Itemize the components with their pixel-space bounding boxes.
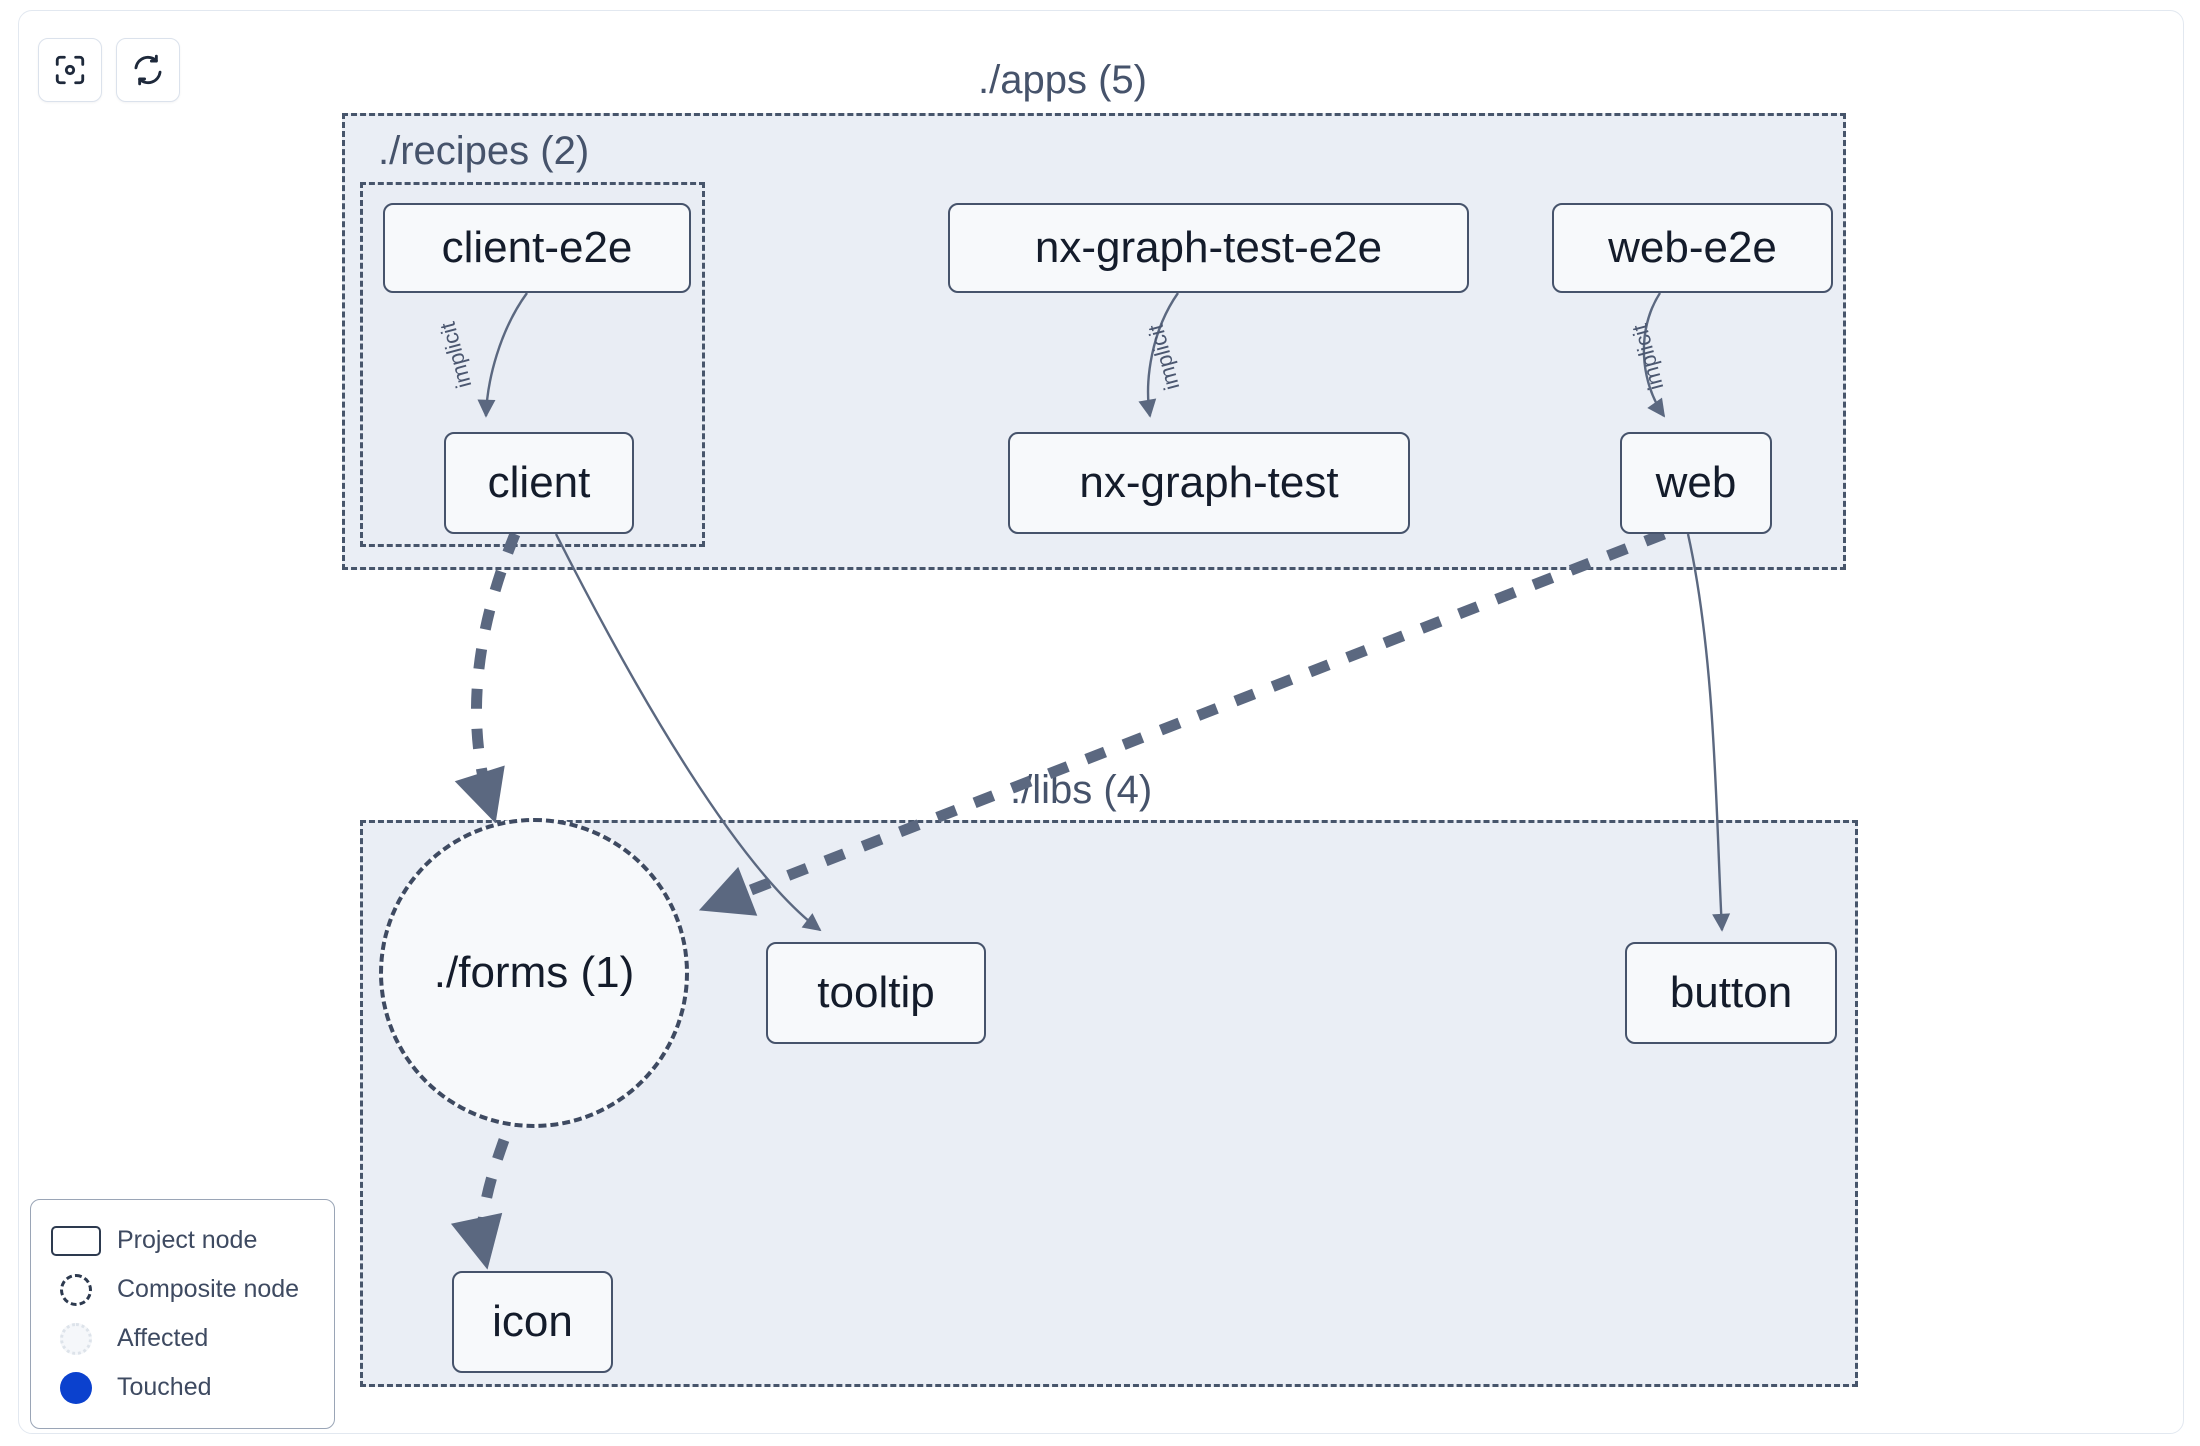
project-node-swatch-icon xyxy=(47,1222,105,1260)
graph-toolbar xyxy=(38,38,180,102)
refresh-graph-button[interactable] xyxy=(116,38,180,102)
node-web-e2e[interactable]: web-e2e xyxy=(1552,203,1833,293)
node-client-e2e-label: client-e2e xyxy=(441,223,633,272)
node-nx-graph-test[interactable]: nx-graph-test xyxy=(1008,432,1410,534)
node-web[interactable]: web xyxy=(1620,432,1772,534)
node-icon-label: icon xyxy=(492,1297,573,1346)
node-tooltip-label: tooltip xyxy=(817,968,935,1017)
node-client[interactable]: client xyxy=(444,432,634,534)
legend-label-composite-node: Composite node xyxy=(117,1275,300,1303)
legend-label-project-node: Project node xyxy=(117,1226,258,1254)
refresh-icon xyxy=(131,53,165,87)
legend-item-touched: Touched xyxy=(47,1363,316,1412)
node-icon[interactable]: icon xyxy=(452,1271,613,1373)
node-tooltip[interactable]: tooltip xyxy=(766,942,986,1044)
touched-swatch-icon xyxy=(47,1369,105,1407)
viewfinder-icon xyxy=(53,53,87,87)
node-nx-graph-test-label: nx-graph-test xyxy=(1079,458,1339,507)
node-web-e2e-label: web-e2e xyxy=(1608,223,1777,272)
node-web-label: web xyxy=(1655,458,1737,507)
legend-label-affected: Affected xyxy=(117,1324,209,1352)
legend-item-affected: Affected xyxy=(47,1314,316,1363)
node-client-e2e[interactable]: client-e2e xyxy=(383,203,691,293)
focus-graph-button[interactable] xyxy=(38,38,102,102)
node-nx-graph-test-e2e[interactable]: nx-graph-test-e2e xyxy=(948,203,1469,293)
group-apps-label: ./apps (5) xyxy=(968,60,1157,100)
affected-swatch-icon xyxy=(47,1320,105,1358)
graph-legend: Project node Composite node Affected Tou… xyxy=(30,1199,335,1429)
composite-node-swatch-icon xyxy=(47,1271,105,1309)
node-forms-label: ./forms (1) xyxy=(433,948,635,997)
node-client-label: client xyxy=(487,458,591,507)
legend-item-composite-node: Composite node xyxy=(47,1265,316,1314)
node-forms-composite[interactable]: ./forms (1) xyxy=(379,818,689,1128)
legend-item-project-node: Project node xyxy=(47,1216,316,1265)
group-libs-label: ./libs (4) xyxy=(1000,770,1163,810)
group-recipes-label: ./recipes (2) xyxy=(378,129,590,173)
node-nx-graph-test-e2e-label: nx-graph-test-e2e xyxy=(1034,223,1383,272)
node-button-label: button xyxy=(1669,968,1793,1017)
edge-client-to-forms xyxy=(454,531,521,824)
legend-label-touched: Touched xyxy=(117,1373,212,1401)
node-button[interactable]: button xyxy=(1625,942,1837,1044)
